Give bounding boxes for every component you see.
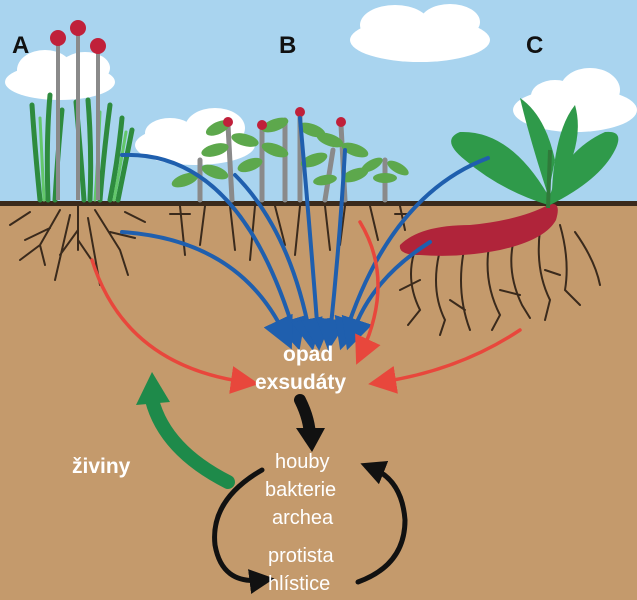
green-arrow-nutrients	[145, 393, 235, 489]
blue-arrow-b-2	[298, 116, 333, 351]
roots-plant-a	[9, 205, 146, 286]
soil	[0, 203, 637, 600]
cycle-arrow-right	[355, 461, 408, 585]
red-arrow-c	[368, 328, 522, 394]
plant-a-flowers	[50, 20, 106, 54]
plant-b-leaves	[171, 117, 409, 188]
blue-arrow-c-upper	[334, 156, 490, 351]
cloud-top-center	[350, 4, 490, 62]
organism-fungi-label: houby	[275, 451, 330, 473]
pool-litter-label: opad	[283, 343, 334, 366]
blue-arrow-c-lower	[341, 240, 432, 351]
blue-arrow-a-lower	[120, 230, 293, 350]
plant-c-label: C	[526, 32, 544, 59]
soil-surface-line	[0, 201, 637, 206]
plant-c-tuber	[399, 204, 558, 256]
blue-arrow-b-3	[315, 148, 348, 351]
blue-arrows-to-pool	[120, 116, 490, 351]
red-arrow-b	[355, 220, 381, 365]
red-arrows-to-pool	[90, 220, 522, 394]
organism-protists-label: protista	[268, 545, 334, 567]
blue-arrow-a-upper	[120, 152, 306, 351]
organism-nematodes-label: hlístice	[268, 573, 331, 595]
roots-plant-c	[399, 224, 601, 336]
red-arrow-a	[90, 258, 259, 394]
plant-a-stems	[56, 32, 100, 200]
plant-a-label: A	[12, 32, 30, 59]
plant-c-leaves	[451, 98, 619, 205]
plant-c-stem	[546, 149, 552, 209]
organism-bacteria-label: bakterie	[265, 479, 337, 501]
blue-arrow-b-1	[233, 173, 323, 351]
organism-cycle-arrows	[212, 461, 408, 594]
plant-b-flowers	[223, 107, 346, 130]
cycle-arrow-left	[212, 467, 275, 594]
organism-archaea-label: archea	[272, 507, 334, 529]
arrow-pool-to-organisms-head	[296, 428, 325, 452]
pool-exudates-label: exsudáty	[255, 371, 347, 394]
plant-b-label: B	[279, 32, 297, 59]
green-arrow-nutrients-head	[136, 372, 170, 405]
nutrients-label: živiny	[72, 455, 131, 478]
